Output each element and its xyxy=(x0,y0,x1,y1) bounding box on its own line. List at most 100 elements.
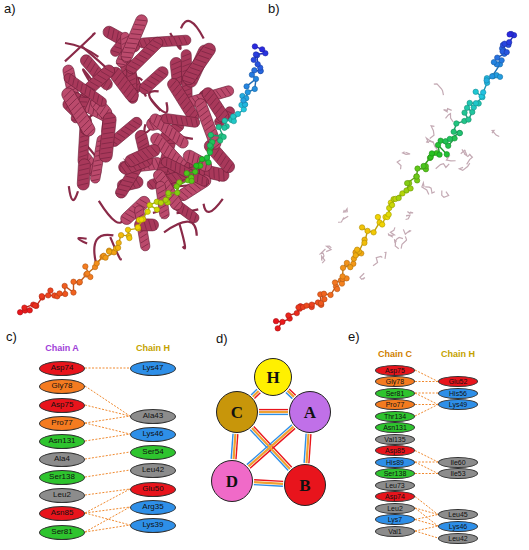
helix-turn xyxy=(78,182,88,186)
helix-turn xyxy=(146,45,155,54)
helix-turn xyxy=(182,59,190,62)
helix-turn xyxy=(90,80,99,89)
ligand-atom xyxy=(199,156,204,161)
residue-oval: Leu2 xyxy=(39,488,85,503)
helix-body xyxy=(123,143,162,169)
protein-helix xyxy=(161,113,200,128)
helix-turn xyxy=(142,149,149,159)
ligand-atom xyxy=(39,293,44,298)
residue-name: Ser81 xyxy=(51,528,72,536)
ligand-atom xyxy=(245,90,250,95)
ligand-atom xyxy=(480,94,485,99)
ligand-atom xyxy=(62,291,67,296)
residue-stick xyxy=(436,164,450,169)
residue-oval: Lys49 xyxy=(438,399,478,410)
protein-helix xyxy=(181,148,214,174)
ligand-atom xyxy=(222,125,227,130)
ligand-atom xyxy=(386,212,391,217)
bond-line xyxy=(85,423,130,434)
helix-turn xyxy=(121,182,131,189)
helix-turn xyxy=(201,49,212,58)
residue-oval: Lys47 xyxy=(130,361,176,376)
residue-oval: Ser138 xyxy=(39,470,85,485)
chain-circle: B xyxy=(284,464,326,506)
ligand-atom xyxy=(504,49,509,54)
helix-turn xyxy=(126,174,136,181)
ligand-chain xyxy=(273,31,516,331)
residue-oval: Thr134 xyxy=(375,411,415,422)
residue-oval: Pro77 xyxy=(375,399,415,410)
helix-turn xyxy=(125,125,133,134)
ligand-atom xyxy=(340,274,345,279)
chain-letter: H xyxy=(266,369,279,386)
helix-turn xyxy=(153,38,162,47)
ligand-atom xyxy=(421,163,426,168)
residue-stick xyxy=(322,256,325,263)
ligand-atom xyxy=(22,305,27,310)
protein-helix xyxy=(77,158,91,190)
residue-stick xyxy=(462,149,470,156)
helix-turn xyxy=(189,184,197,194)
ligand-atom xyxy=(192,169,197,174)
ligand-atom xyxy=(389,202,394,207)
residue-stick xyxy=(425,187,435,193)
helix-turn xyxy=(66,75,73,82)
residue-oval: Lys39 xyxy=(130,518,176,533)
helix-turn xyxy=(147,78,156,87)
chain-letter: A xyxy=(304,404,316,421)
helix-body xyxy=(119,13,149,63)
helix-turn xyxy=(165,115,169,123)
helix-turn xyxy=(169,37,173,45)
helix-turn xyxy=(111,48,119,55)
helix-turn xyxy=(142,49,151,58)
residue-stick xyxy=(434,84,444,95)
ligand-atom xyxy=(489,74,494,79)
ligand-atom xyxy=(309,302,314,307)
residue-oval: Ile60 xyxy=(438,457,478,468)
helix-turn xyxy=(195,119,199,127)
helix-body xyxy=(181,148,214,174)
protein-helix xyxy=(119,13,149,63)
helix-turn xyxy=(184,106,194,114)
ligand-atom xyxy=(414,174,419,179)
bond-line xyxy=(85,405,130,416)
residue-name: Asp74 xyxy=(51,364,74,372)
bond-line xyxy=(415,381,438,382)
interface-link xyxy=(248,427,293,467)
ligand-atom xyxy=(348,264,353,269)
helix-turn xyxy=(104,121,115,125)
residue-name: Leu73 xyxy=(385,482,404,489)
helix-turn xyxy=(86,89,93,96)
helix-turn xyxy=(183,208,190,216)
protein-helix xyxy=(193,97,222,151)
bond-line xyxy=(85,416,130,423)
ligand-atom xyxy=(396,195,401,200)
ligand-atom xyxy=(437,152,442,157)
ligand-atom xyxy=(414,174,419,179)
helix-body xyxy=(180,41,218,88)
interface-link xyxy=(307,434,309,463)
ligand-atom xyxy=(497,74,502,79)
helix-turn xyxy=(174,89,184,97)
helix-turn xyxy=(179,97,189,105)
chain-letter: B xyxy=(299,477,310,494)
ligand-atom xyxy=(158,200,163,205)
residue-name: Val1 xyxy=(388,528,402,535)
helix-turn xyxy=(157,190,165,194)
ligand-atom xyxy=(481,90,486,95)
helix-body xyxy=(193,97,222,151)
ligand-atom xyxy=(166,190,171,195)
helix-turn xyxy=(152,134,161,143)
helix-turn xyxy=(170,131,178,140)
helix-turn xyxy=(141,244,149,248)
ligand-atom xyxy=(334,286,339,291)
ligand-atom xyxy=(438,138,443,143)
residue-name: Arg35 xyxy=(142,503,163,511)
helix-turn xyxy=(79,173,89,177)
helix-turn xyxy=(94,76,103,85)
helix-turn xyxy=(94,163,102,167)
helix-turn xyxy=(185,151,193,161)
helix-turn xyxy=(74,81,81,88)
protein-loop xyxy=(99,201,124,223)
ligand-atom xyxy=(244,84,249,89)
